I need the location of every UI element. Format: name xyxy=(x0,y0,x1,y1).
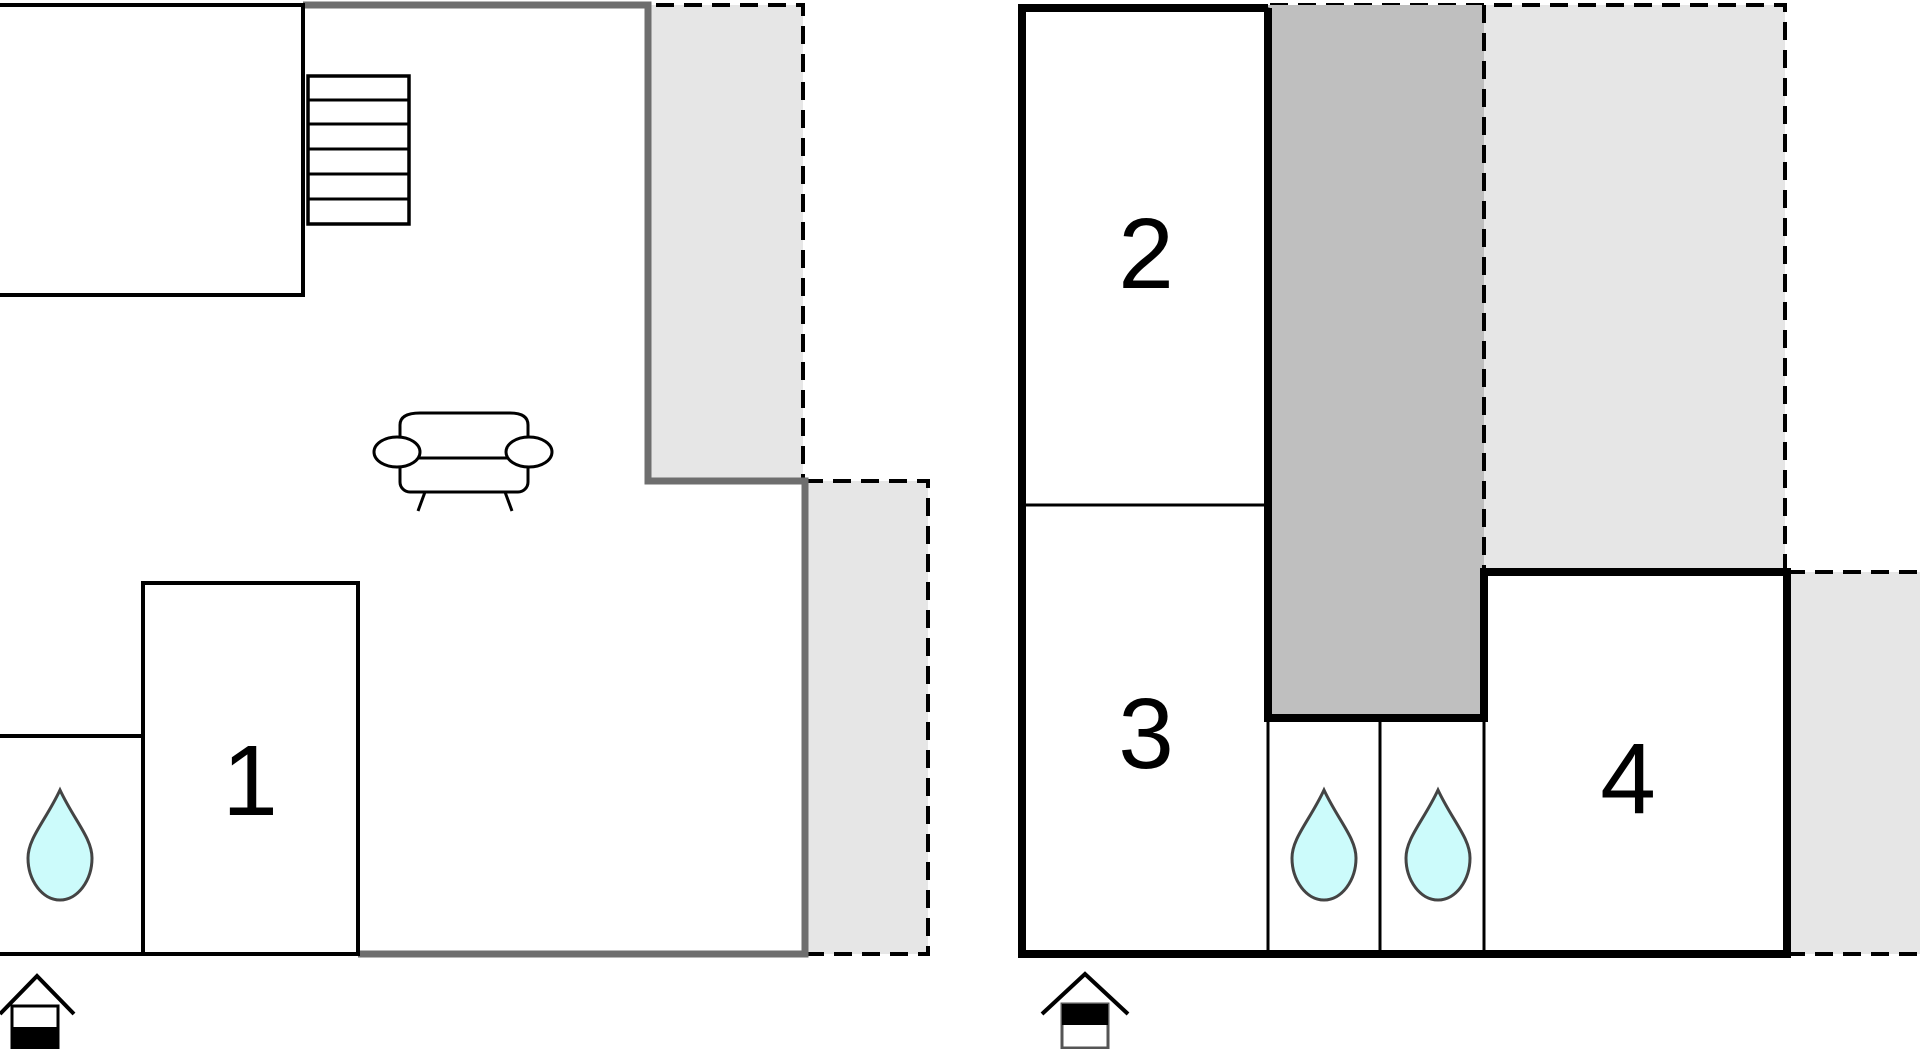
house-entrance-icon xyxy=(1040,971,1130,1049)
ground-floor-exterior-wall xyxy=(303,1,809,958)
outdoor-area-upper-outline xyxy=(600,3,805,480)
room-4 xyxy=(1482,570,1789,956)
sofa-icon xyxy=(372,411,554,512)
room-4-label: 4 xyxy=(1600,723,1656,835)
water-drop-icon xyxy=(26,786,94,902)
room-1 xyxy=(141,581,360,956)
ground-floor-plan: 1 xyxy=(0,1,930,1049)
outdoor-area-right xyxy=(1787,572,1920,954)
upper-floor-exterior-wall xyxy=(1018,4,1791,958)
shaded-void-area xyxy=(1268,5,1484,718)
ground-floor-top-room xyxy=(0,3,305,297)
outdoor-area-lower-outline xyxy=(775,479,930,956)
house-entrance-icon xyxy=(0,973,76,1049)
room-3-label: 3 xyxy=(1118,678,1174,790)
upper-floor-plan: 2 3 4 xyxy=(1018,3,1920,1049)
outdoor-area-top xyxy=(1482,5,1785,572)
room-1-label: 1 xyxy=(222,725,278,837)
water-drop-icon xyxy=(1290,786,1358,902)
room-2-label: 2 xyxy=(1118,198,1174,310)
room-2 xyxy=(1020,7,1270,507)
outdoor-area-upper xyxy=(650,5,803,480)
outdoor-area-lower xyxy=(805,481,928,954)
staircase-icon xyxy=(306,74,411,226)
water-drop-icon xyxy=(1404,786,1472,902)
outdoor-area-right-outline xyxy=(1787,570,1920,956)
